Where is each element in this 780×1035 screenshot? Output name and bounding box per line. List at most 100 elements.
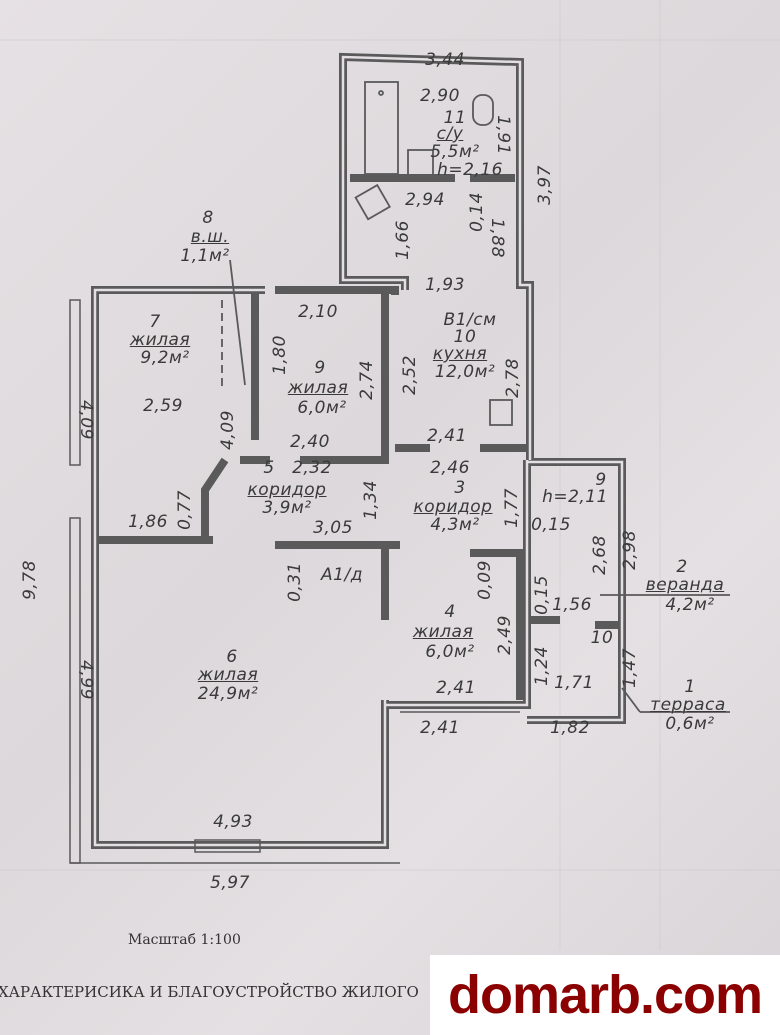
room-area: 4,2м² [665, 595, 715, 615]
outer-wall-top-rooms [275, 286, 399, 295]
walls-inner-line [93, 55, 624, 847]
room-name: с/у [436, 124, 464, 144]
room-name: коридор [413, 497, 493, 517]
dim-label: 1,34 [361, 480, 381, 520]
room-number: 3 [454, 478, 466, 498]
stove [489, 399, 513, 426]
floor-mark: В1/см [443, 310, 497, 330]
room-area: 6,0м² [425, 642, 475, 662]
dim-label: 9,78 [20, 560, 40, 600]
room-number: 1 [684, 677, 696, 697]
washbasin [354, 183, 391, 221]
watermark: domarb.com [430, 955, 780, 1035]
room-name: веранда [645, 575, 725, 595]
dim-label: 2,32 [292, 458, 332, 478]
room-number: 6 [226, 647, 238, 667]
dim-label: 1,86 [128, 512, 168, 532]
dim-label: 1,66 [393, 220, 413, 260]
room-height: h=2,11 [542, 487, 608, 507]
dim-label: 2,41 [420, 718, 460, 738]
room-number: 5 [263, 458, 275, 478]
dim-label: 4,09 [218, 410, 238, 450]
dim-label: 2,41 [436, 678, 476, 698]
room-name: терраса [650, 695, 726, 715]
dim-label: 2,74 [357, 360, 377, 400]
closet-leader [229, 259, 246, 386]
dim-label: 1,77 [502, 488, 522, 528]
dim-label: 4,93 [213, 812, 253, 832]
room-number: 8 [202, 208, 214, 228]
dim-label: 2,94 [405, 190, 445, 210]
room-area: 6,0м² [297, 398, 347, 418]
dim-label: 1,24 [532, 646, 552, 686]
window-left-top [69, 299, 81, 466]
room-number: 4 [444, 602, 456, 622]
dim-label: 1,93 [425, 275, 465, 295]
dim-label: 2,52 [400, 355, 420, 395]
document-heading: ХАРАКТЕРИСИКА И БЛАГОУСТРОЙСТВО ЖИЛОГО [0, 983, 419, 1001]
dim-label: 2,90 [420, 86, 460, 106]
dim-label: 2,40 [290, 432, 330, 452]
window-bottom [194, 839, 261, 853]
watermark-text: domarb.com [447, 965, 763, 1025]
dim-label: 1,80 [270, 335, 290, 375]
room-name: жилая [287, 378, 349, 398]
room-name: жилая [197, 665, 259, 685]
dim-label: 0,15 [531, 515, 571, 535]
room-number: 9 [314, 358, 326, 378]
room-area: 0,6м² [665, 714, 715, 734]
room-area: 3,9м² [262, 498, 312, 518]
dim-label: 3,97 [535, 165, 555, 205]
sink [407, 149, 434, 176]
room-area: 5,5м² [430, 142, 480, 162]
room-name: жилая [129, 330, 191, 350]
toilet [472, 94, 494, 126]
room-number: 9 [595, 470, 607, 490]
dim-label: 2,78 [503, 358, 523, 398]
dim-label: 3,05 [313, 518, 353, 538]
dim-label: 1,47 [620, 648, 640, 688]
dim-label: 1,82 [550, 718, 590, 738]
room-area: 4,3м² [430, 515, 480, 535]
dim-label: 2,46 [430, 458, 470, 478]
dim-label: 2,10 [298, 302, 338, 322]
dim-label: 0,14 [467, 192, 487, 232]
room-name: кухня [432, 344, 488, 364]
dim-label: 2,49 [495, 615, 515, 655]
wall-corridor5-left [201, 457, 229, 540]
room-area: 9,2м² [140, 348, 190, 368]
dim-label: 2,98 [620, 530, 640, 570]
room-number: 10 [590, 628, 614, 648]
dim-label: 4,09 [76, 400, 96, 440]
room-name: коридор [247, 480, 327, 500]
dim-label: 2,59 [143, 396, 183, 416]
dim-label: 1,88 [487, 218, 507, 258]
wall-room9 [300, 294, 389, 464]
dim-label: 5,97 [210, 873, 250, 893]
dim-label: 2,41 [427, 426, 467, 446]
dim-label: 0,77 [175, 490, 195, 530]
room-height: h=2,16 [437, 160, 503, 180]
room-number: 11 [443, 108, 467, 128]
room-area: 1,1м² [180, 246, 230, 266]
dim-label: 4,99 [76, 660, 96, 700]
fixtures [221, 81, 730, 713]
dim-label: 0,09 [475, 560, 495, 600]
dim-label: 0,31 [285, 562, 305, 602]
room-number: 7 [149, 312, 161, 332]
room-area: 24,9м² [197, 684, 259, 704]
dim-label: 2,68 [590, 535, 610, 575]
dim-label: 3,44 [425, 50, 465, 70]
dim-label: 1,71 [554, 673, 594, 693]
room-number: 10 [453, 327, 477, 347]
room-area: 12,0м² [434, 362, 496, 382]
dim-label: 1,91 [493, 115, 513, 155]
floor-mark: А1/д [321, 565, 363, 585]
dim-label: 1,56 [552, 595, 592, 615]
terrace-leader [621, 687, 641, 713]
windows [69, 299, 520, 864]
room-name: в.ш. [190, 227, 230, 247]
bathtub [364, 81, 399, 175]
scale-label: Масштаб 1:100 [128, 932, 241, 948]
